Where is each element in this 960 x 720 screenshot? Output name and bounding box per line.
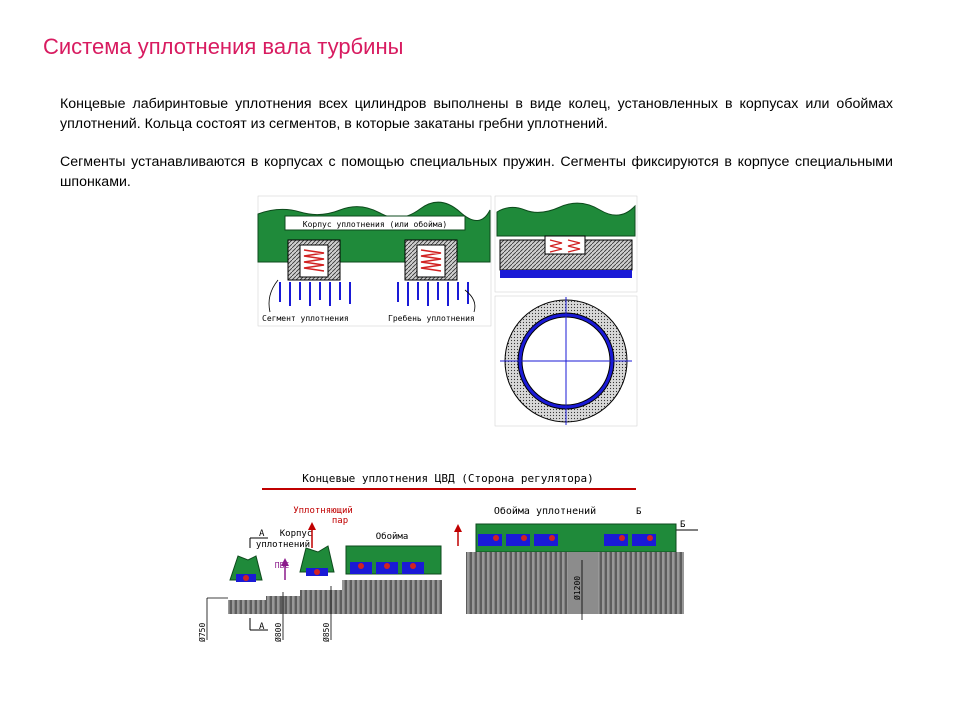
segment-label: Сегмент уплотнения <box>262 314 349 323</box>
ring-section-figure <box>494 295 638 427</box>
sealing-steam-label-2: пар <box>332 516 348 526</box>
crests-right <box>397 282 469 306</box>
hp-seals-title: Концевые уплотнения ЦВД (Сторона регулят… <box>302 472 593 485</box>
hp-end-seals-figure: Концевые уплотнения ЦВД (Сторона регулят… <box>197 472 698 642</box>
section-b-1: Б <box>636 507 641 517</box>
section-a-bottom: А <box>259 622 265 632</box>
description-paragraph-2: Сегменты устанавливаются в корпусах с по… <box>60 154 893 190</box>
housing-label: Корпус уплотнения (или обойма) <box>303 219 448 229</box>
spring-icon <box>303 249 325 272</box>
pvs-label: ПВС <box>275 561 290 570</box>
cage-label-left: Обойма <box>376 531 409 542</box>
description-paragraph-1: Концевые лабиринтовые уплотнения всех ци… <box>60 96 893 132</box>
crest-label: Гребень уплотнения <box>388 313 475 323</box>
segment-detail-figure <box>494 195 638 293</box>
dim-800: Ø800 <box>273 623 283 642</box>
seal-assembly-figure: Корпус уплотнения (или обойма) Сегмент у… <box>257 195 492 327</box>
section-b-2: Б <box>680 520 685 530</box>
crests-left <box>279 282 351 306</box>
sealing-steam-label: Уплотняющий <box>293 506 353 516</box>
page-title: Система уплотнения вала турбины <box>43 34 404 59</box>
dim-750: Ø750 <box>197 623 207 642</box>
dim-850: Ø850 <box>321 623 331 642</box>
seal-housing-label-2: уплотнений <box>256 540 310 550</box>
seal-housing-label: Корпус <box>280 529 313 539</box>
section-a-top: А <box>259 529 265 539</box>
spring-icon <box>420 249 442 272</box>
dim-1200: Ø1200 <box>572 576 582 600</box>
cage-label-right: Обойма уплотнений <box>494 505 596 517</box>
